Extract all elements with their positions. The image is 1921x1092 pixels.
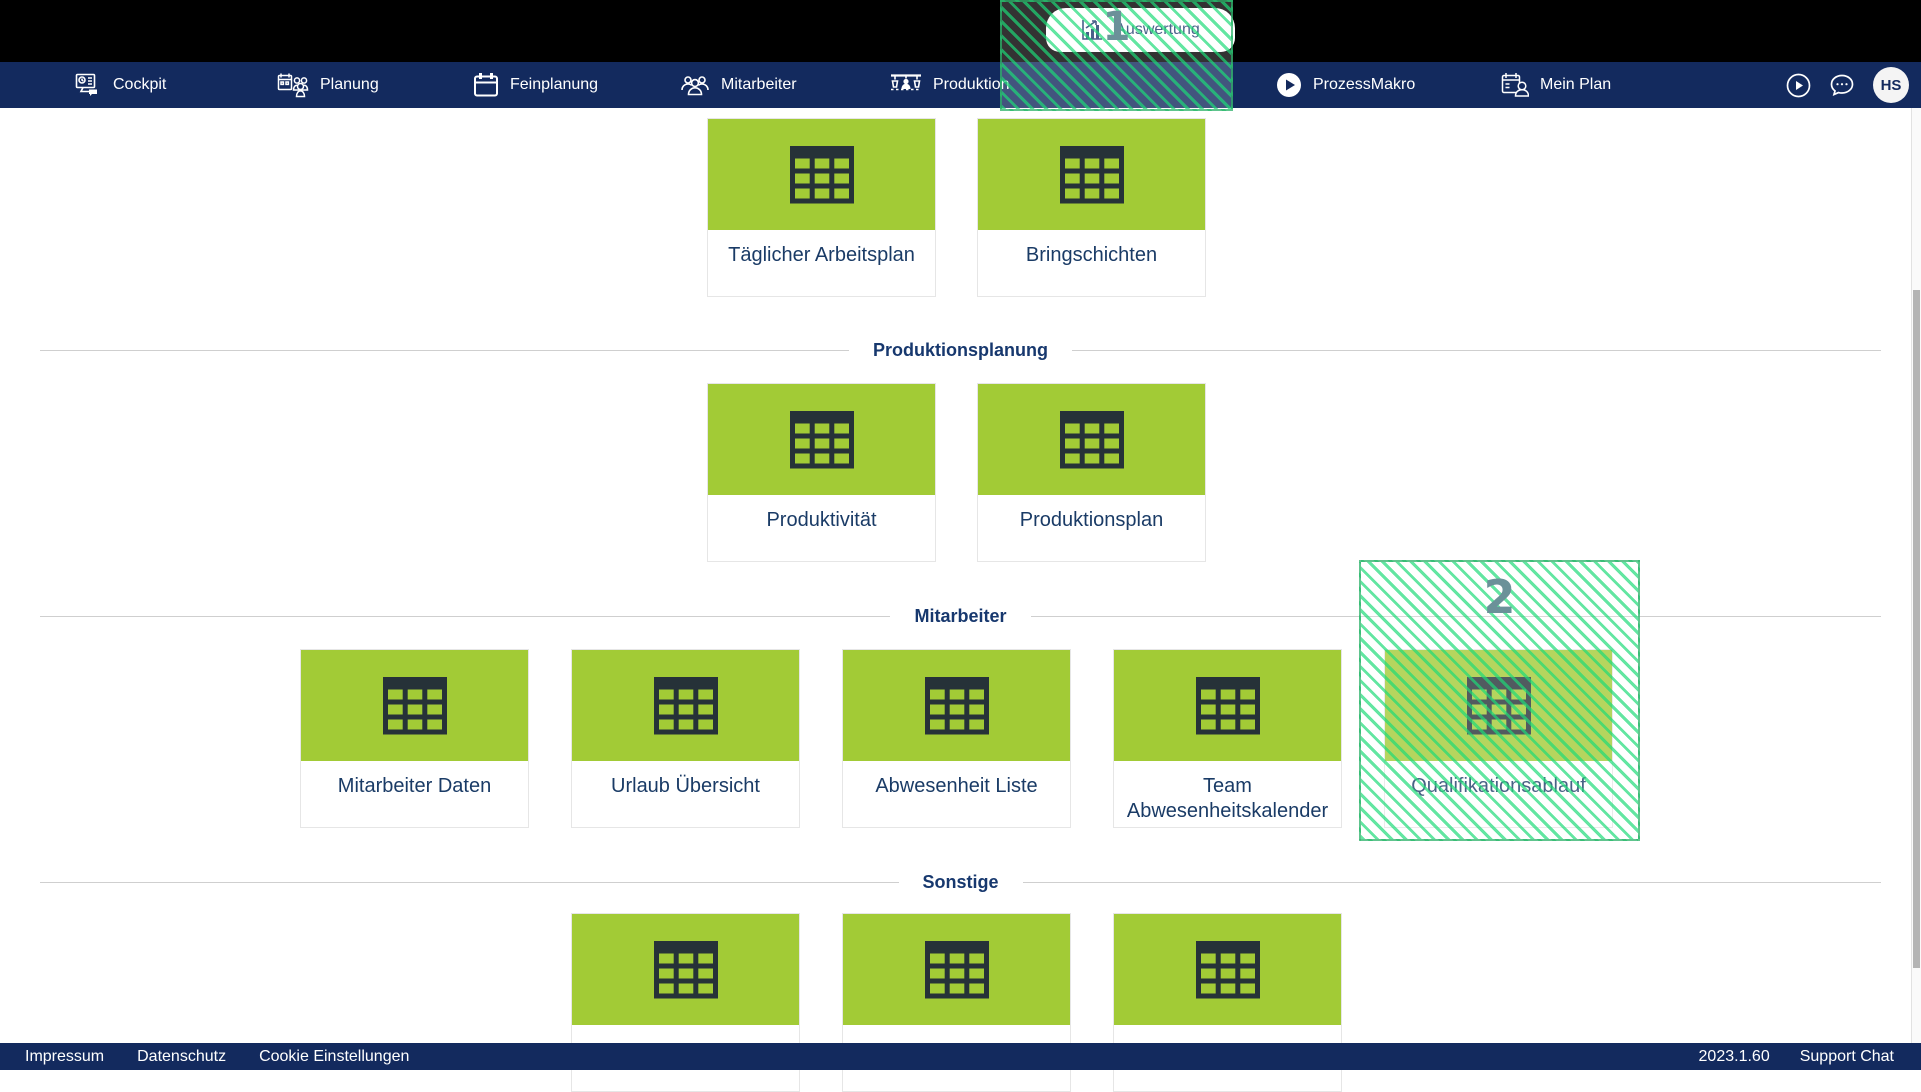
tile-label bbox=[572, 1025, 799, 1038]
tile-label: Urlaub Übersicht bbox=[611, 775, 760, 797]
tile-header bbox=[1114, 650, 1341, 761]
tile-label: Abwesenheit Liste bbox=[875, 775, 1038, 797]
user-avatar[interactable]: HS bbox=[1873, 67, 1909, 103]
nav-item-cockpit[interactable]: Cockpit bbox=[75, 62, 166, 108]
play-circle-icon[interactable] bbox=[1786, 73, 1811, 98]
tile-header bbox=[1385, 650, 1612, 761]
nav-item-label: Produktion bbox=[933, 76, 1010, 93]
tile-team-abwesenheitskalender[interactable]: Team Abwesenheitskalender bbox=[1113, 649, 1342, 828]
table-grid-icon bbox=[653, 940, 718, 999]
tile-header bbox=[1114, 914, 1341, 1025]
divider-line bbox=[40, 882, 899, 883]
nav-item-label: Planung bbox=[320, 76, 379, 93]
table-grid-icon bbox=[1195, 940, 1260, 999]
table-grid-icon bbox=[1059, 145, 1124, 204]
nav-item-mitarbeiter[interactable]: Mitarbeiter bbox=[680, 62, 797, 108]
support-chat-link[interactable]: Support Chat bbox=[1799, 1047, 1894, 1065]
tile-täglicher-arbeitsplan[interactable]: Täglicher Arbeitsplan bbox=[707, 118, 936, 297]
section-header-produktionsplanung: Produktionsplanung bbox=[40, 340, 1881, 361]
nav-item-label: ProzessMakro bbox=[1313, 76, 1416, 93]
footer-bar: Impressum Datenschutz Cookie Einstellung… bbox=[0, 1043, 1921, 1070]
tile-label: Mitarbeiter Daten bbox=[337, 775, 492, 797]
section-title: Sonstige bbox=[922, 872, 999, 892]
tile-header bbox=[708, 119, 935, 230]
table-grid-icon bbox=[1466, 676, 1531, 735]
cockpit-icon bbox=[75, 72, 102, 98]
tile-label: Produktionsplan bbox=[1019, 509, 1164, 531]
tile-header bbox=[301, 650, 528, 761]
section-title: Produktionsplanung bbox=[873, 340, 1048, 360]
table-grid-icon bbox=[924, 676, 989, 735]
nav-item-label: Cockpit bbox=[113, 76, 167, 93]
tile-label: Team Abwesenheitskalender bbox=[1126, 775, 1329, 822]
scrollbar-thumb[interactable] bbox=[1913, 290, 1920, 968]
table-grid-icon bbox=[924, 940, 989, 999]
nav-item-label: Mein Plan bbox=[1540, 76, 1612, 93]
nav-item-feinplanung[interactable]: Feinplanung bbox=[473, 62, 598, 108]
table-grid-icon bbox=[653, 676, 718, 735]
tile-header bbox=[843, 914, 1070, 1025]
table-grid-icon bbox=[789, 410, 854, 469]
table-grid-icon bbox=[382, 676, 447, 735]
tile-header bbox=[843, 650, 1070, 761]
tile-label: Täglicher Arbeitsplan bbox=[728, 244, 915, 266]
footer-link-datenschutz[interactable]: Datenschutz bbox=[137, 1047, 227, 1065]
nav-item-prozessmakro[interactable]: ProzessMakro bbox=[1276, 62, 1415, 108]
nav-item-produktion[interactable]: Produktion bbox=[890, 62, 1010, 108]
divider-line bbox=[1030, 616, 1881, 617]
nav-tab-label: Auswertung bbox=[1115, 21, 1200, 38]
nav-tab-auswertung[interactable]: Auswertung bbox=[1046, 8, 1235, 52]
nav-item-label: Feinplanung bbox=[510, 76, 599, 93]
top-black-strip bbox=[0, 0, 1921, 62]
play-circle-filled-icon bbox=[1276, 72, 1302, 98]
chat-bubble-icon[interactable] bbox=[1829, 73, 1855, 97]
section-title: Mitarbeiter bbox=[914, 606, 1007, 626]
tile-produktivität[interactable]: Produktivität bbox=[707, 383, 936, 562]
main-navbar: Cockpit Planung Feinplanung Mitarbeiter bbox=[0, 62, 1921, 108]
tile-label bbox=[843, 1025, 1070, 1038]
planning-calendar-people-icon bbox=[277, 72, 309, 98]
footer-link-cookie[interactable]: Cookie Einstellungen bbox=[259, 1047, 410, 1065]
table-grid-icon bbox=[1195, 676, 1260, 735]
tile-mitarbeiter-daten[interactable]: Mitarbeiter Daten bbox=[300, 649, 529, 828]
nav-item-label: Mitarbeiter bbox=[721, 76, 797, 93]
tile-urlaub-übersicht[interactable]: Urlaub Übersicht bbox=[571, 649, 800, 828]
tile-header bbox=[572, 650, 799, 761]
tile-produktionsplan[interactable]: Produktionsplan bbox=[977, 383, 1206, 562]
vertical-scrollbar[interactable] bbox=[1911, 108, 1921, 1043]
divider-line bbox=[1022, 882, 1882, 883]
calendar-person-icon bbox=[1501, 72, 1529, 98]
divider-line bbox=[40, 616, 891, 617]
tile-label bbox=[1114, 1025, 1341, 1038]
bar-chart-icon bbox=[1081, 19, 1103, 41]
tile-abwesenheit-liste[interactable]: Abwesenheit Liste bbox=[842, 649, 1071, 828]
tile-header bbox=[708, 384, 935, 495]
production-line-icon bbox=[890, 72, 922, 98]
section-header-sonstige: Sonstige bbox=[40, 872, 1882, 893]
tile-qualifikationsablauf[interactable]: Qualifikationsablauf bbox=[1384, 649, 1613, 828]
tile-header bbox=[978, 119, 1205, 230]
divider-line bbox=[1072, 350, 1881, 351]
section-header-mitarbeiter: Mitarbeiter bbox=[40, 606, 1881, 627]
tile-label: Produktivität bbox=[766, 509, 877, 531]
tile-label: Bringschichten bbox=[1025, 244, 1158, 266]
nav-item-mein-plan[interactable]: Mein Plan bbox=[1501, 62, 1611, 108]
calendar-icon bbox=[473, 72, 499, 98]
tile-header bbox=[572, 914, 799, 1025]
table-grid-icon bbox=[1059, 410, 1124, 469]
table-grid-icon bbox=[789, 145, 854, 204]
version-label: 2023.1.60 bbox=[1698, 1047, 1770, 1065]
people-group-icon bbox=[680, 73, 710, 97]
tile-header bbox=[978, 384, 1205, 495]
tile-label: Qualifikationsablauf bbox=[1411, 775, 1586, 797]
tile-bringschichten[interactable]: Bringschichten bbox=[977, 118, 1206, 297]
footer-link-impressum[interactable]: Impressum bbox=[25, 1047, 105, 1065]
divider-line bbox=[40, 350, 849, 351]
nav-item-planung[interactable]: Planung bbox=[277, 62, 379, 108]
tile-sonstige-2[interactable] bbox=[842, 913, 1071, 1092]
